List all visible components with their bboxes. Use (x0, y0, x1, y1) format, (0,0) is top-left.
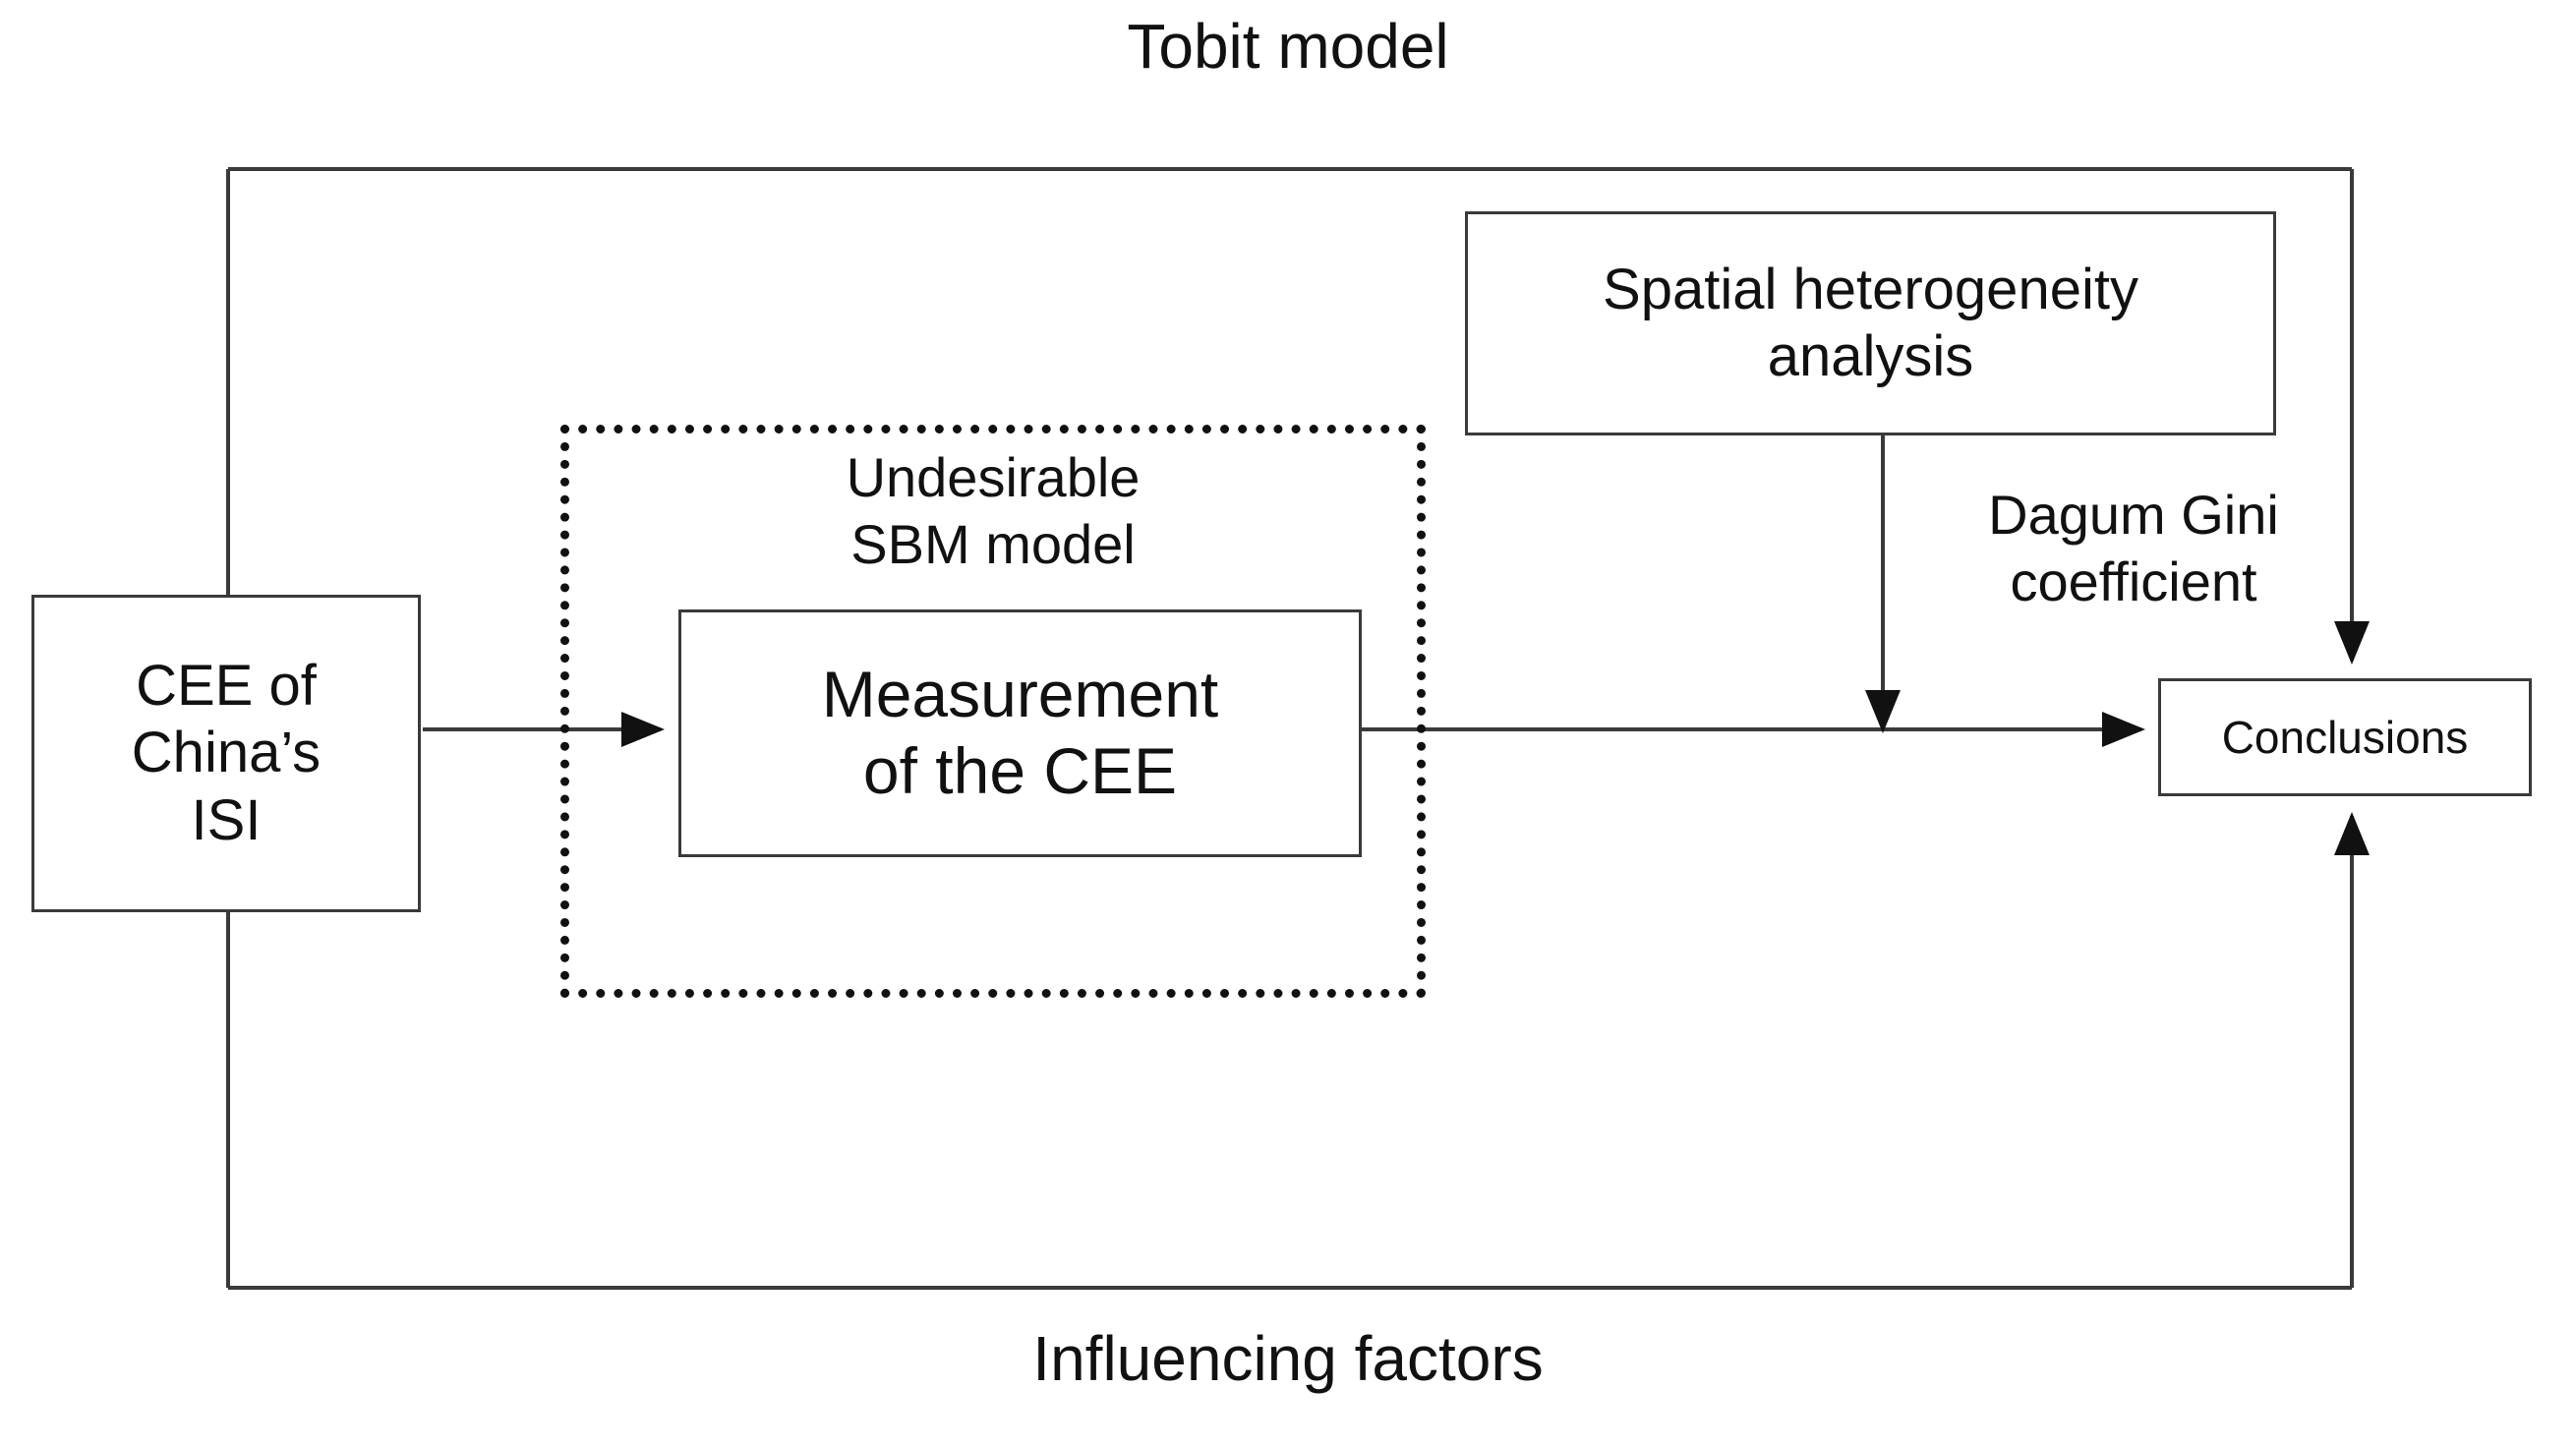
node-cee-of-chinas-isi: CEE of China’s ISI (31, 595, 421, 912)
measurement-line-1: Measurement (821, 658, 1219, 731)
node-measurement-of-the-cee: Measurement of the CEE (678, 609, 1362, 857)
dagum-line-2: coefficient (2010, 550, 2257, 613)
sbm-line-2: SBM model (850, 513, 1136, 576)
node-measurement-text: Measurement of the CEE (822, 657, 1219, 810)
spatial-line-1: Spatial heterogeneity (1603, 257, 2138, 321)
node-conclusions: Conclusions (2158, 678, 2532, 796)
label-influencing-factors: Influencing factors (1032, 1323, 1544, 1394)
dagum-line-1: Dagum Gini (1988, 484, 2279, 546)
spatial-line-2: analysis (1767, 324, 1974, 388)
sbm-line-1: Undesirable (846, 446, 1141, 508)
cee-line-1: CEE of (136, 653, 317, 718)
label-tobit-model: Tobit model (1127, 11, 1449, 82)
label-dagum-gini-coefficient: Dagum Gini coefficient (1917, 482, 2350, 616)
node-spatial-text: Spatial heterogeneity analysis (1603, 257, 2138, 391)
cee-line-2: China’s (131, 721, 322, 785)
label-undesirable-sbm-model: Undesirable SBM model (588, 444, 1398, 592)
group-undesirable-sbm-model (560, 425, 1426, 998)
node-spatial-heterogeneity-analysis: Spatial heterogeneity analysis (1465, 211, 2276, 435)
node-cee-text: CEE of China’s ISI (132, 653, 321, 854)
measurement-line-2: of the CEE (862, 734, 1178, 807)
cee-line-3: ISI (191, 787, 262, 852)
conclusions-label: Conclusions (2221, 711, 2469, 763)
